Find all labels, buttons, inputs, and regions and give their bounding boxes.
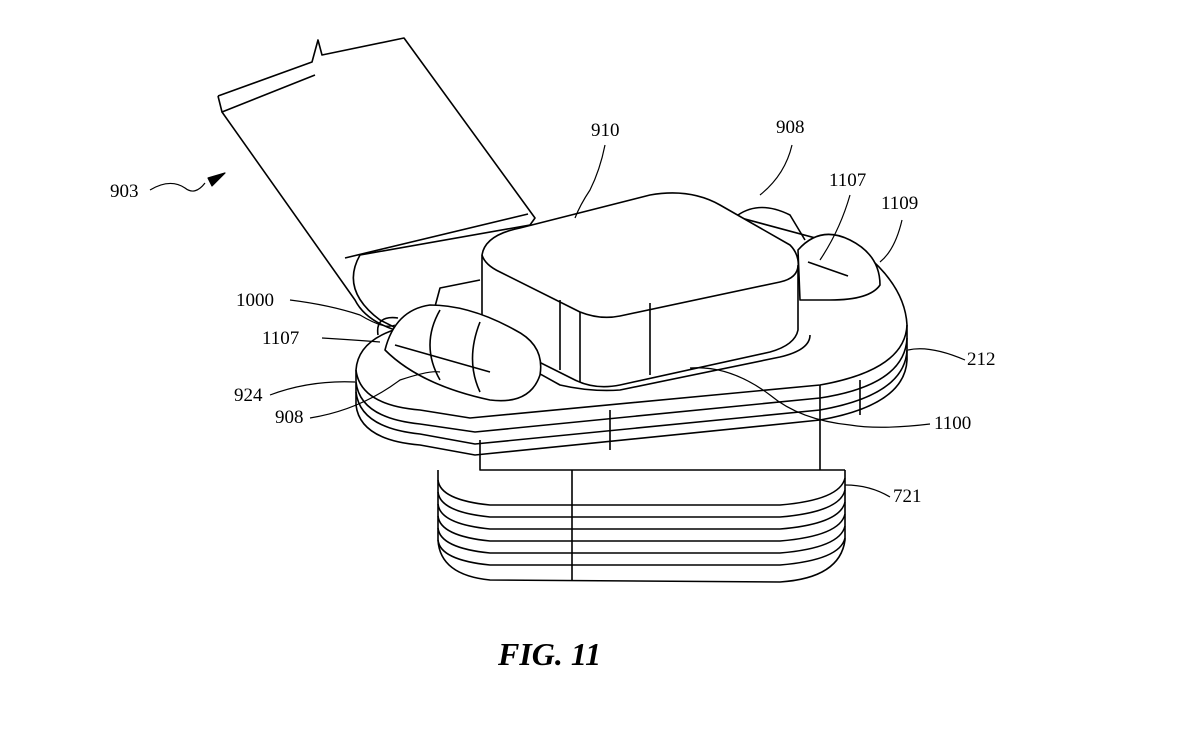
leader-lines bbox=[149, 144, 966, 498]
label-908-right: 908 bbox=[776, 117, 805, 138]
label-910: 910 bbox=[591, 120, 620, 141]
strap bbox=[217, 37, 536, 336]
lobe-right bbox=[737, 206, 881, 301]
module bbox=[469, 192, 811, 392]
label-1107-right: 1107 bbox=[829, 170, 867, 191]
label-924: 924 bbox=[234, 385, 263, 406]
label-1000: 1000 bbox=[236, 290, 274, 311]
figure-caption: FIG. 11 bbox=[498, 636, 602, 672]
label-903: 903 bbox=[110, 181, 139, 202]
lobe-left bbox=[376, 304, 542, 402]
label-908-left: 908 bbox=[275, 407, 304, 428]
label-1100: 1100 bbox=[934, 413, 972, 434]
label-1109: 1109 bbox=[881, 193, 919, 214]
threaded-base bbox=[437, 470, 846, 583]
label-721: 721 bbox=[893, 486, 922, 507]
label-212: 212 bbox=[967, 349, 996, 370]
label-1107-left: 1107 bbox=[262, 328, 300, 349]
